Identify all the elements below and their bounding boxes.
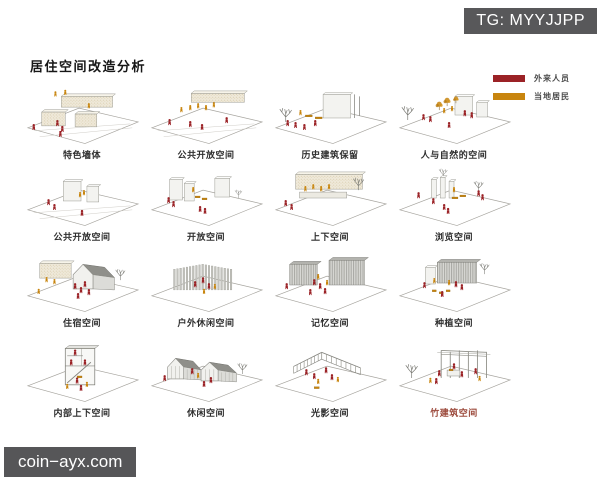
legend-label: 当地居民: [534, 92, 570, 101]
legend-label: 外来人员: [534, 74, 570, 83]
legend: 外来人员 当地居民: [493, 73, 570, 102]
diagram-label: 公共开放空间: [177, 150, 235, 160]
diagram-cell: 浏览空间: [392, 166, 516, 252]
diagram-cell: 上下空间: [268, 166, 392, 252]
diagram-label: 住宿空间: [62, 318, 101, 328]
diagram-label: 记忆空间: [310, 318, 349, 328]
axonometric-diagram-icon: [20, 252, 144, 318]
axonometric-diagram-icon: [268, 166, 392, 232]
diagram-cell: 住宿空间: [20, 252, 144, 342]
resident-color-swatch: [493, 93, 525, 100]
diagram-label: 公共开放空间: [53, 232, 111, 242]
diagram-label: 光影空间: [310, 408, 349, 418]
diagram-cell: 种植空间: [392, 252, 516, 342]
site-watermark-badge: coin−ayx.com: [4, 447, 137, 477]
diagram-cell: 特色墙体: [20, 84, 144, 166]
diagram-label: 人与自然的空间: [420, 150, 488, 160]
diagram-cell: 内部上下空间: [20, 342, 144, 434]
diagram-label: 竹建筑空间: [430, 408, 478, 418]
diagram-label: 内部上下空间: [53, 408, 111, 418]
axonometric-diagram-icon: [20, 342, 144, 408]
legend-item-visitors: 外来人员: [493, 73, 570, 84]
diagram-label: 上下空间: [310, 232, 349, 242]
visitor-color-swatch: [493, 75, 525, 82]
axonometric-diagram-icon: [392, 84, 516, 150]
axonometric-diagram-icon: [268, 252, 392, 318]
diagram-grid: 特色墙体 公共开放空间 历史建筑保留 人与自然的空间 公共开放空间 开放空间 上…: [20, 84, 516, 434]
axonometric-diagram-icon: [268, 84, 392, 150]
diagram-cell: 竹建筑空间: [392, 342, 516, 434]
axonometric-diagram-icon: [20, 166, 144, 232]
axonometric-diagram-icon: [392, 342, 516, 408]
diagram-cell: 人与自然的空间: [392, 84, 516, 166]
telegram-watermark-badge: TG: MYYJJPP: [464, 8, 597, 34]
diagram-cell: 公共开放空间: [20, 166, 144, 252]
diagram-cell: 公共开放空间: [144, 84, 268, 166]
axonometric-diagram-icon: [392, 252, 516, 318]
diagram-label: 开放空间: [186, 232, 225, 242]
axonometric-diagram-icon: [144, 252, 268, 318]
diagram-cell: 休闲空间: [144, 342, 268, 434]
axonometric-diagram-icon: [144, 342, 268, 408]
diagram-cell: 记忆空间: [268, 252, 392, 342]
axonometric-diagram-icon: [392, 166, 516, 232]
axonometric-diagram-icon: [144, 84, 268, 150]
diagram-label: 户外休闲空间: [177, 318, 235, 328]
axonometric-diagram-icon: [268, 342, 392, 408]
axonometric-diagram-icon: [144, 166, 268, 232]
axonometric-diagram-icon: [20, 84, 144, 150]
diagram-cell: 开放空间: [144, 166, 268, 252]
diagram-label: 浏览空间: [434, 232, 473, 242]
diagram-cell: 光影空间: [268, 342, 392, 434]
legend-item-residents: 当地居民: [493, 91, 570, 102]
diagram-cell: 历史建筑保留: [268, 84, 392, 166]
page-title: 居住空间改造分析: [30, 59, 147, 74]
diagram-label: 历史建筑保留: [301, 150, 359, 160]
diagram-label: 特色墙体: [62, 150, 101, 160]
diagram-cell: 户外休闲空间: [144, 252, 268, 342]
diagram-label: 种植空间: [434, 318, 473, 328]
diagram-label: 休闲空间: [186, 408, 225, 418]
